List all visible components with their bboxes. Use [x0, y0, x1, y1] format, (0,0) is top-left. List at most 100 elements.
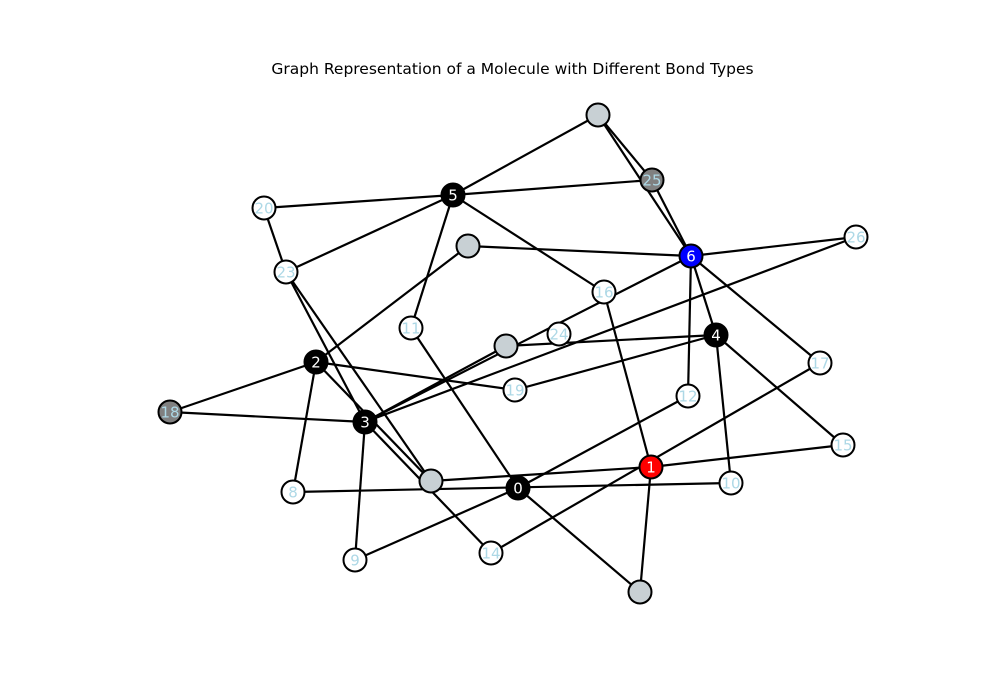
bond-edge — [285, 271, 432, 482]
atom-label: 25 — [642, 172, 661, 190]
atom-label: 23 — [276, 264, 295, 282]
bond-edge — [638, 466, 653, 593]
atom-label: 0 — [513, 480, 523, 498]
bond-edge — [285, 271, 366, 423]
atom-label: 8 — [288, 484, 298, 502]
atom-label: 18 — [160, 404, 179, 422]
atom-circle — [807, 350, 833, 376]
atom-circle — [505, 475, 531, 501]
atom-label: 19 — [505, 382, 524, 400]
atom-circle — [478, 540, 504, 566]
atom-label: 20 — [254, 200, 273, 218]
bond-edge — [364, 255, 692, 423]
atom-node: 9 — [342, 547, 368, 573]
bond-edge — [505, 333, 717, 348]
atom-label: 6 — [686, 248, 696, 266]
bond-edge — [452, 114, 599, 196]
atom-circle — [678, 243, 704, 269]
bond-edge — [514, 333, 717, 392]
atom-node: 15 — [830, 432, 856, 458]
atom-node: 6 — [678, 243, 704, 269]
atom-circle — [843, 224, 869, 250]
bond-edge — [315, 360, 516, 392]
atom-circle — [675, 383, 701, 409]
atom-circle — [546, 321, 572, 347]
atom-node: 11 — [398, 315, 424, 341]
atom-circle — [718, 470, 744, 496]
bond-edge — [410, 327, 519, 489]
atom-label: 11 — [401, 320, 420, 338]
atom-label: 5 — [448, 187, 458, 205]
atom-label: 15 — [833, 437, 852, 455]
atom-label: 1 — [646, 459, 656, 477]
atom-label: 4 — [711, 327, 721, 345]
atom-circle — [455, 233, 481, 259]
bond-edge — [715, 334, 844, 446]
atom-node — [455, 233, 481, 259]
bond-edge — [686, 255, 693, 397]
atom-circle — [830, 432, 856, 458]
atom-label: 24 — [549, 326, 568, 344]
atom-node: 25 — [639, 167, 665, 193]
bond-edge — [409, 194, 455, 329]
atom-circle — [703, 322, 729, 348]
bond-edge — [602, 291, 653, 468]
atom-node: 2 — [303, 349, 329, 375]
atom-node: 12 — [675, 383, 701, 409]
atom-node — [585, 102, 611, 128]
atom-circle — [280, 479, 306, 505]
atom-label: 14 — [481, 545, 500, 563]
bond-edge — [430, 465, 652, 483]
atom-circle — [440, 182, 466, 208]
atom-node — [493, 333, 519, 359]
graph-title: Graph Representation of a Molecule with … — [271, 60, 754, 78]
atom-node — [627, 579, 653, 605]
bond-edge — [452, 178, 653, 197]
atom-label: 3 — [360, 414, 370, 432]
bond-edge — [354, 486, 519, 562]
bond-edge — [597, 114, 653, 181]
atom-label: 26 — [846, 229, 865, 247]
atom-node: 8 — [280, 479, 306, 505]
atom-circle — [342, 547, 368, 573]
bond-edge — [291, 361, 318, 493]
atom-circle — [627, 579, 653, 605]
atom-node: 1 — [638, 454, 664, 480]
bond-edge — [263, 193, 454, 210]
bond-edge — [364, 345, 507, 423]
bond-edge — [452, 194, 605, 293]
atom-circle — [352, 409, 378, 435]
atom-circle — [273, 259, 299, 285]
bond-edge — [364, 235, 857, 424]
bond-layer — [169, 114, 857, 593]
bond-edge — [714, 334, 733, 484]
atom-node: 24 — [546, 321, 572, 347]
atom-node: 18 — [157, 399, 183, 425]
atom-node: 17 — [807, 350, 833, 376]
atom-node — [418, 468, 444, 494]
atom-label: 9 — [350, 552, 360, 570]
atom-circle — [585, 102, 611, 128]
atom-node: 19 — [502, 377, 528, 403]
atom-circle — [398, 315, 424, 341]
atom-circle — [157, 399, 183, 425]
atom-circle — [639, 167, 665, 193]
atom-label: 10 — [721, 475, 740, 493]
bond-edge — [651, 179, 692, 257]
atom-node: 0 — [505, 475, 531, 501]
atom-node: 20 — [251, 195, 277, 221]
bond-edge — [690, 255, 821, 364]
atom-node: 5 — [440, 182, 466, 208]
atom-node: 16 — [591, 279, 617, 305]
atom-circle — [493, 333, 519, 359]
atom-node: 3 — [352, 409, 378, 435]
bond-edge — [315, 245, 469, 363]
atom-node: 10 — [718, 470, 744, 496]
atom-node: 14 — [478, 540, 504, 566]
atom-circle — [638, 454, 664, 480]
atom-node: 26 — [843, 224, 869, 250]
atom-node: 23 — [273, 259, 299, 285]
atom-circle — [418, 468, 444, 494]
